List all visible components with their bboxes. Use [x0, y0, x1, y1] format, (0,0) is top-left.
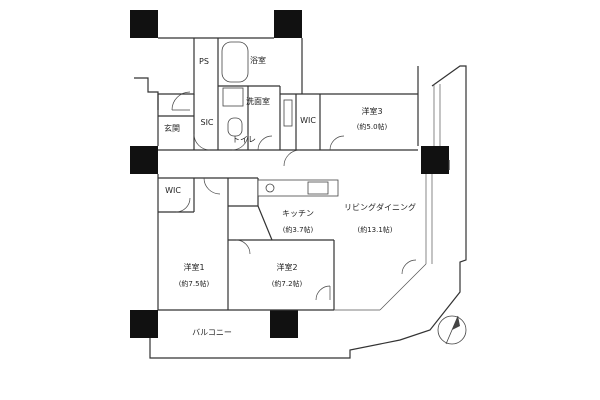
- stove-burner: [265, 183, 275, 193]
- room-label-ps: PS: [199, 57, 209, 66]
- interior-walls: [158, 38, 427, 311]
- column-top-center: [274, 10, 302, 38]
- fridge-space: [283, 99, 293, 127]
- room-label-bedroom1: 洋室1: [183, 262, 204, 272]
- toilet-fixture: [227, 117, 243, 137]
- doors: [171, 91, 417, 301]
- room-label-bedroom3: 洋室3: [361, 106, 382, 116]
- room-label-kitchen: キッチン: [282, 209, 314, 218]
- fixtures: [221, 41, 339, 197]
- column-bottom-left: [130, 310, 158, 338]
- room-area-bedroom2: (約7.2帖): [272, 279, 303, 288]
- washbasin: [222, 87, 244, 107]
- room-area-living: (約13.1帖): [357, 225, 392, 234]
- room-area-bedroom1: (約7.5帖): [179, 279, 210, 288]
- room-label-wic-north: WIC: [300, 116, 316, 125]
- column-mid-left: [130, 146, 158, 174]
- room-label-wic-west: WIC: [165, 186, 181, 195]
- room-label-storage: SIC: [200, 118, 213, 127]
- column-mid-right: [421, 146, 449, 174]
- room-label-washroom: 洗面室: [246, 96, 270, 106]
- column-bottom-center: [270, 310, 298, 338]
- room-label-bedroom2: 洋室2: [276, 262, 297, 272]
- room-label-toilet: トイレ: [232, 135, 256, 144]
- outer-walls: [134, 37, 467, 359]
- structural-columns: [130, 10, 449, 338]
- room-area-kitchen: (約3.7帖): [283, 225, 314, 234]
- column-top-left: [130, 10, 158, 38]
- room-label-entrance: 玄関: [164, 123, 180, 133]
- room-label-balcony: バルコニー: [192, 328, 232, 337]
- north-arrow-icon: [437, 315, 467, 345]
- room-labels: PS 浴室 洗面室 玄関 SIC トイレ WIC WIC 洋室3 (約5.0帖)…: [164, 55, 416, 337]
- room-area-bedroom3: (約5.0帖): [357, 122, 388, 131]
- room-label-bath: 浴室: [250, 55, 266, 65]
- kitchen-sink: [307, 181, 329, 195]
- room-label-living: リビングダイニング: [344, 202, 416, 212]
- bathtub: [221, 41, 249, 83]
